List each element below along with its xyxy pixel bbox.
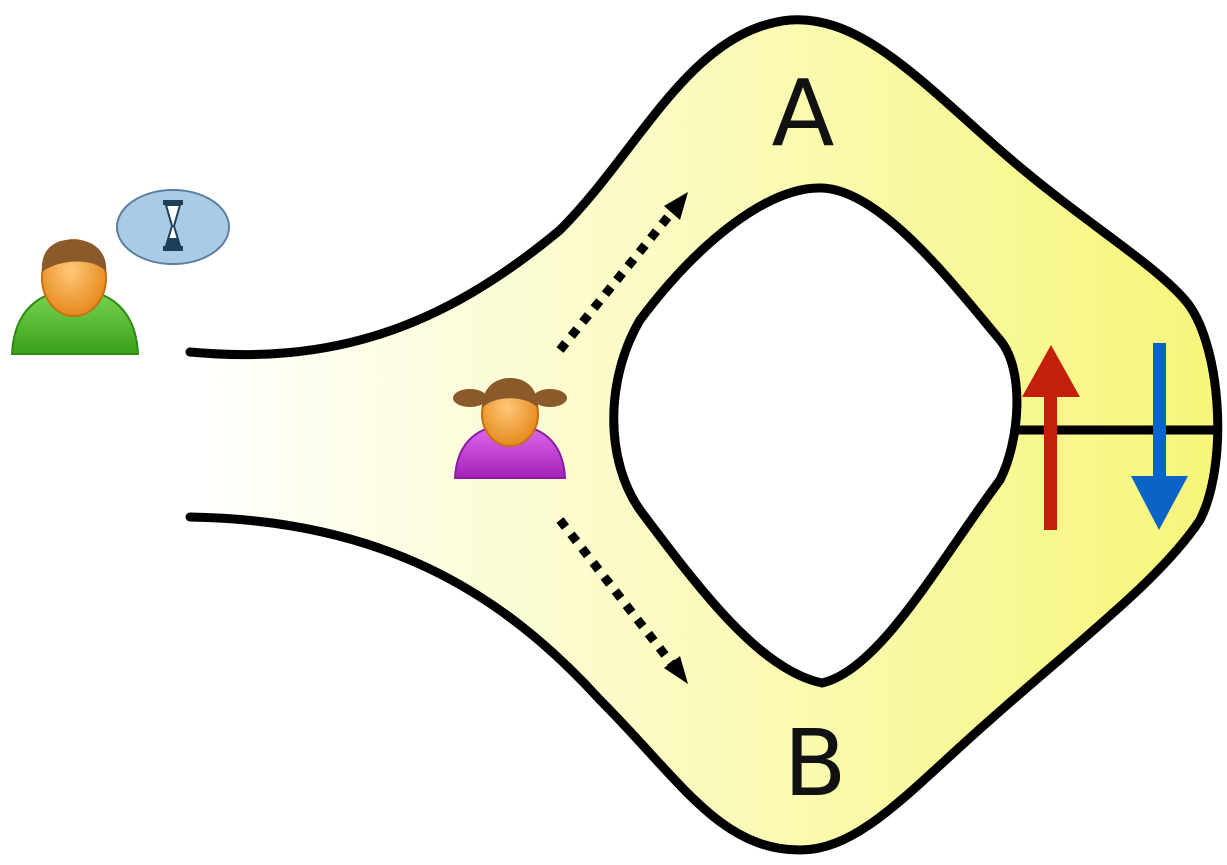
spin-down-arrow-icon xyxy=(1131,343,1188,530)
path-a-label: A xyxy=(772,60,835,167)
outer-wall-top xyxy=(185,15,1223,855)
inner-loop-wall xyxy=(609,183,1022,688)
observer-person-icon xyxy=(10,239,140,355)
lower-path-arrow-icon xyxy=(556,517,688,684)
spin-up-arrow-icon xyxy=(1022,345,1080,530)
channel-fill xyxy=(190,19,1218,850)
girl-particle-icon xyxy=(453,378,567,479)
path-b-label: B xyxy=(783,710,846,817)
hourglass-thought-bubble-icon xyxy=(116,189,230,265)
upper-path-arrow-icon xyxy=(556,192,688,353)
